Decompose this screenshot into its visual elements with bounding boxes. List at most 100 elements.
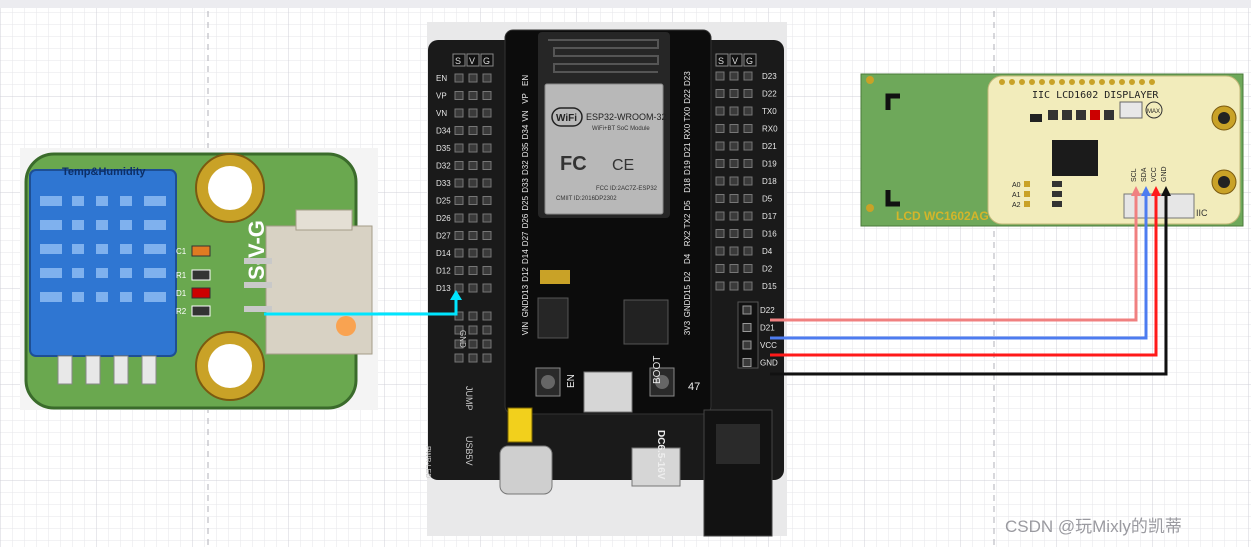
right-header-pin[interactable] xyxy=(743,229,753,238)
left-header-pin[interactable] xyxy=(482,311,492,321)
right-header-pin[interactable] xyxy=(743,89,753,98)
left-header-pin[interactable] xyxy=(454,231,464,240)
right-header-pin[interactable] xyxy=(715,106,725,116)
wire-signal-cyan[interactable] xyxy=(264,296,458,316)
left-header-pin[interactable] xyxy=(454,196,464,205)
left-header-pin[interactable] xyxy=(468,311,478,321)
right-header-pin[interactable] xyxy=(729,124,739,133)
right-header-pin[interactable] xyxy=(729,176,739,186)
left-header-pin[interactable] xyxy=(482,339,492,349)
sensor-connector[interactable] xyxy=(244,209,373,355)
right-header-pin[interactable] xyxy=(729,71,739,81)
right-header-pin[interactable] xyxy=(743,124,753,133)
left-header-pin[interactable] xyxy=(468,353,478,363)
left-header-pin[interactable] xyxy=(468,213,478,223)
left-header-pin[interactable] xyxy=(482,178,492,188)
right-header-pin[interactable] xyxy=(743,194,753,203)
iic-header-pin[interactable] xyxy=(742,340,752,350)
micro-usb-port-2[interactable] xyxy=(631,447,681,487)
left-header-pin[interactable] xyxy=(482,161,492,170)
right-header-pin[interactable] xyxy=(729,106,739,116)
left-header-pin[interactable] xyxy=(454,325,464,335)
right-header-pin[interactable] xyxy=(743,264,753,273)
right-header-pin[interactable] xyxy=(715,71,725,81)
iic-header-pin[interactable] xyxy=(742,305,752,315)
right-header-pin[interactable] xyxy=(729,89,739,98)
left-header-pin[interactable] xyxy=(468,231,478,240)
right-header-pin[interactable] xyxy=(743,211,753,221)
iic-header-pin[interactable] xyxy=(742,358,752,367)
right-header-pin[interactable] xyxy=(743,71,753,81)
left-header-pin[interactable] xyxy=(468,283,478,293)
left-header-pin[interactable] xyxy=(468,143,478,153)
left-header-pin[interactable] xyxy=(454,266,464,275)
right-header-pin[interactable] xyxy=(715,141,725,151)
left-header-pin[interactable] xyxy=(482,283,492,293)
left-header-pin[interactable] xyxy=(468,178,478,188)
left-header-pin[interactable] xyxy=(468,248,478,258)
left-header-pin[interactable] xyxy=(468,339,478,349)
left-header-pin[interactable] xyxy=(454,213,464,223)
right-header-pin[interactable] xyxy=(729,246,739,256)
right-header-pin[interactable] xyxy=(729,159,739,168)
left-header-pin[interactable] xyxy=(482,325,492,335)
lcd1602-iic-module[interactable]: LCD WC1602AG IIC LCD1602 DISPLAYER MAX A… xyxy=(860,73,1244,227)
right-header-pin[interactable] xyxy=(715,159,725,168)
left-header-pin[interactable] xyxy=(468,108,478,118)
right-header-pin[interactable] xyxy=(743,176,753,186)
wire-scl-pink[interactable] xyxy=(770,196,1138,322)
right-header-pin[interactable] xyxy=(729,281,739,291)
left-header-pin[interactable] xyxy=(482,126,492,135)
left-header-pin[interactable] xyxy=(454,339,464,349)
left-header-pin[interactable] xyxy=(454,248,464,258)
left-header-pin[interactable] xyxy=(482,91,492,100)
left-header-pin[interactable] xyxy=(482,73,492,83)
left-header-pin[interactable] xyxy=(454,161,464,170)
right-header-pin[interactable] xyxy=(715,264,725,273)
micro-usb-port[interactable] xyxy=(583,371,633,413)
right-header-pin[interactable] xyxy=(743,246,753,256)
right-header-pin[interactable] xyxy=(715,229,725,238)
right-header-pin[interactable] xyxy=(729,229,739,238)
left-header-pin[interactable] xyxy=(482,196,492,205)
left-header-pin[interactable] xyxy=(482,213,492,223)
right-pin-header[interactable] xyxy=(715,71,753,291)
left-header-pin[interactable] xyxy=(454,73,464,83)
left-header-pin[interactable] xyxy=(482,108,492,118)
boot-button[interactable] xyxy=(649,367,675,397)
left-header-pin[interactable] xyxy=(454,353,464,363)
right-header-pin[interactable] xyxy=(715,281,725,291)
left-header-pin[interactable] xyxy=(454,91,464,100)
iic-header-pin[interactable] xyxy=(742,323,752,332)
left-header-pin[interactable] xyxy=(482,231,492,240)
right-header-pin[interactable] xyxy=(729,211,739,221)
left-header-pin[interactable] xyxy=(482,266,492,275)
left-header-pin[interactable] xyxy=(454,126,464,135)
left-header-pin[interactable] xyxy=(482,248,492,258)
left-header-pin[interactable] xyxy=(468,266,478,275)
esp32-dev-board[interactable]: WiFi ESP32-WROOM-32 WiFi+BT SoC Module F… xyxy=(424,22,787,537)
wire-gnd-black[interactable] xyxy=(770,196,1168,376)
right-header-pin[interactable] xyxy=(729,194,739,203)
left-header-pin[interactable] xyxy=(454,108,464,118)
left-header-pin[interactable] xyxy=(468,325,478,335)
right-header-pin[interactable] xyxy=(743,141,753,151)
usb-c-port[interactable] xyxy=(499,445,553,495)
right-header-pin[interactable] xyxy=(743,159,753,168)
right-header-pin[interactable] xyxy=(743,106,753,116)
wire-vcc-red[interactable] xyxy=(770,196,1158,357)
left-header-pin[interactable] xyxy=(482,143,492,153)
left-header-pin[interactable] xyxy=(468,73,478,83)
dht11-sensor-module[interactable]: Temp&Humidity C1 R1 D1 R2 S-V-G xyxy=(20,148,378,410)
right-header-pin[interactable] xyxy=(715,124,725,133)
right-header-pin[interactable] xyxy=(729,264,739,273)
wire-sda-blue[interactable] xyxy=(770,196,1148,340)
left-header-pin[interactable] xyxy=(454,311,464,321)
right-header-pin[interactable] xyxy=(715,176,725,186)
left-header-pin[interactable] xyxy=(468,161,478,170)
left-header-pin[interactable] xyxy=(468,126,478,135)
right-header-pin[interactable] xyxy=(715,246,725,256)
right-header-pin[interactable] xyxy=(715,89,725,98)
left-header-pin[interactable] xyxy=(454,283,464,293)
left-header-pin[interactable] xyxy=(482,353,492,363)
